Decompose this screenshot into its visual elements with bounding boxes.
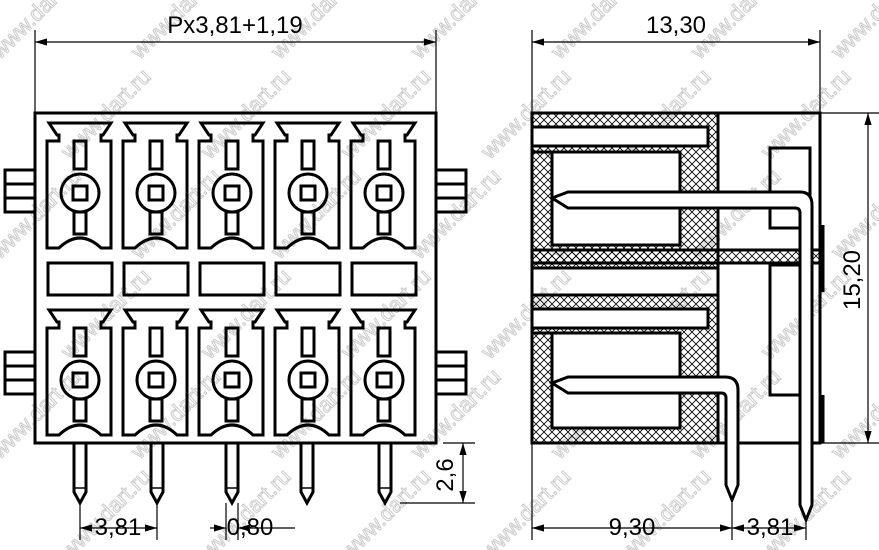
dim-height: 15,20 — [839, 250, 866, 310]
dim-side-offset: 9,30 — [609, 514, 656, 541]
watermark-text: www.dart.ru — [405, 164, 506, 265]
dim-pin-length: 2,6 — [432, 458, 459, 491]
watermark-text: www.dart.ru — [545, 0, 646, 64]
pin — [377, 443, 393, 507]
contact-cell — [273, 308, 342, 437]
watermark-text: www.dart.ru — [0, 0, 86, 64]
contact-cell — [121, 308, 190, 437]
contact-cell — [349, 121, 418, 250]
middle-window — [274, 261, 342, 297]
left-tab-top — [3, 168, 37, 214]
watermark-text: www.dart.ru — [55, 264, 156, 365]
contact-cell — [273, 121, 342, 250]
watermark-text: www.dart.ru — [825, 164, 879, 265]
contact-cell — [197, 308, 266, 437]
dim-depth: 13,30 — [646, 12, 706, 39]
watermark-text: www.dart.ru — [335, 464, 436, 550]
right-tab-bottom — [434, 350, 468, 396]
dim-pitch-front: 3,81 — [95, 514, 142, 541]
middle-window — [122, 261, 190, 297]
dim-pitch-side: 3,81 — [747, 514, 794, 541]
watermark-text: www.dart.ru — [405, 0, 506, 64]
middle-window — [350, 261, 418, 297]
left-tab-bottom — [3, 350, 37, 396]
contact-cell — [45, 121, 114, 250]
middle-window — [46, 261, 114, 297]
right-tab-top — [434, 168, 468, 214]
dimension-lines — [34, 30, 879, 540]
front-body-outline — [33, 111, 438, 445]
side-view — [530, 111, 825, 525]
dim-pin-width: 0,80 — [227, 514, 274, 541]
watermark-text: www.dart.ru — [825, 0, 879, 64]
pin — [72, 443, 88, 507]
contact-cell — [121, 121, 190, 250]
pin — [224, 443, 240, 507]
front-view — [3, 111, 468, 507]
watermark-text: www.dart.ru — [825, 364, 879, 465]
pin — [299, 443, 315, 507]
contact-cell — [45, 308, 114, 437]
contact-cell — [197, 121, 266, 250]
middle-window — [198, 261, 266, 297]
watermark-text: www.dart.ru — [475, 464, 576, 550]
contact-cell — [349, 308, 418, 437]
dim-pitch-formula: Px3,81+1,19 — [167, 12, 302, 39]
